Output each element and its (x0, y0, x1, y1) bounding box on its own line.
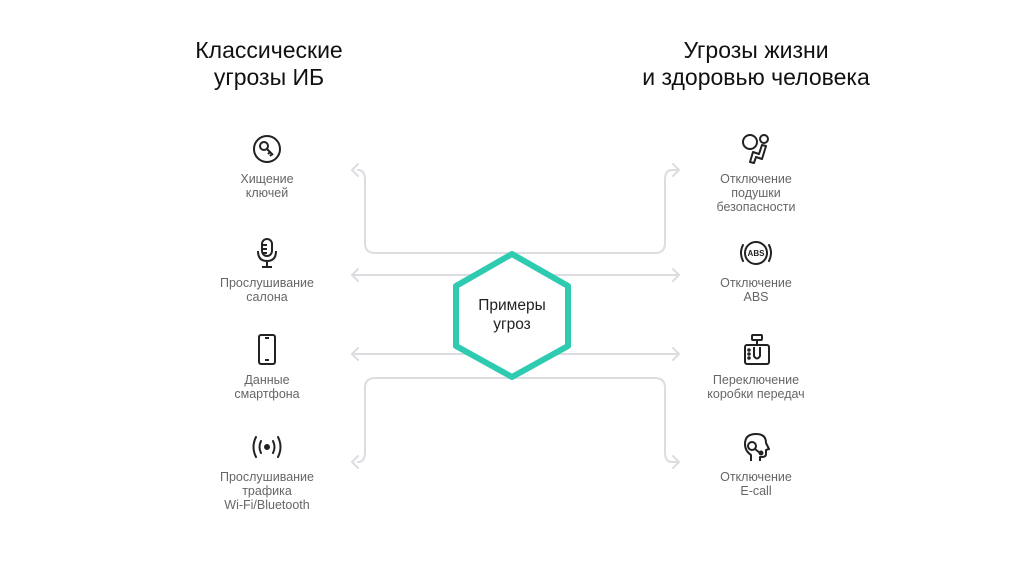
abs-icon: ABS (740, 241, 772, 265)
microphone-icon (257, 238, 277, 268)
left-title-line: Классические (195, 37, 343, 63)
item-label: Переключение (712, 373, 800, 387)
gear-shift-icon (744, 334, 770, 365)
left-arrowhead (351, 163, 359, 177)
item-label: салона (246, 290, 288, 304)
item-label: ABS (743, 290, 769, 304)
ecall-headset-icon (744, 433, 770, 461)
smartphone-icon (258, 334, 276, 365)
center-hexagon (453, 251, 571, 380)
item-label: смартфона (234, 387, 300, 401)
right-title-line: Угрозы жизни (683, 37, 829, 63)
svg-text:ABS: ABS (748, 249, 766, 258)
left-title-line: угрозы ИБ (213, 64, 325, 90)
right-title-line: и здоровью человека (642, 64, 870, 90)
item-label: E-call (740, 484, 772, 498)
right-arrowhead (672, 455, 680, 469)
wireless-signal-icon (252, 436, 282, 458)
item-label: Прослушивание (220, 470, 314, 484)
bottom-bracket-line (357, 377, 679, 463)
airbag-icon (742, 134, 769, 164)
item-label: Хищение (240, 172, 294, 186)
item-label: Отключение (720, 470, 792, 484)
item-label: Wi-Fi/Bluetooth (224, 498, 310, 512)
right-arrowhead (672, 163, 680, 177)
left-arrowhead (351, 455, 359, 469)
item-label: трафика (242, 484, 292, 498)
center-label-line: Примеры (478, 297, 546, 314)
item-label: Данные (244, 373, 290, 387)
top-bracket-line (357, 169, 679, 254)
item-label: коробки передач (707, 387, 805, 401)
item-label: Отключение (720, 276, 792, 290)
item-label: безопасности (716, 200, 796, 214)
item-label: Отключение (720, 172, 792, 186)
center-label-line: угроз (493, 316, 531, 333)
center-label: Примеры угроз (452, 296, 572, 334)
right-title: Угрозы жизни и здоровью человека (576, 37, 936, 91)
key-search-icon (253, 135, 281, 163)
item-label: Прослушивание (220, 276, 314, 290)
item-label: ключей (245, 186, 289, 200)
item-label: подушки (731, 186, 781, 200)
left-title: Классические угрозы ИБ (89, 37, 449, 91)
